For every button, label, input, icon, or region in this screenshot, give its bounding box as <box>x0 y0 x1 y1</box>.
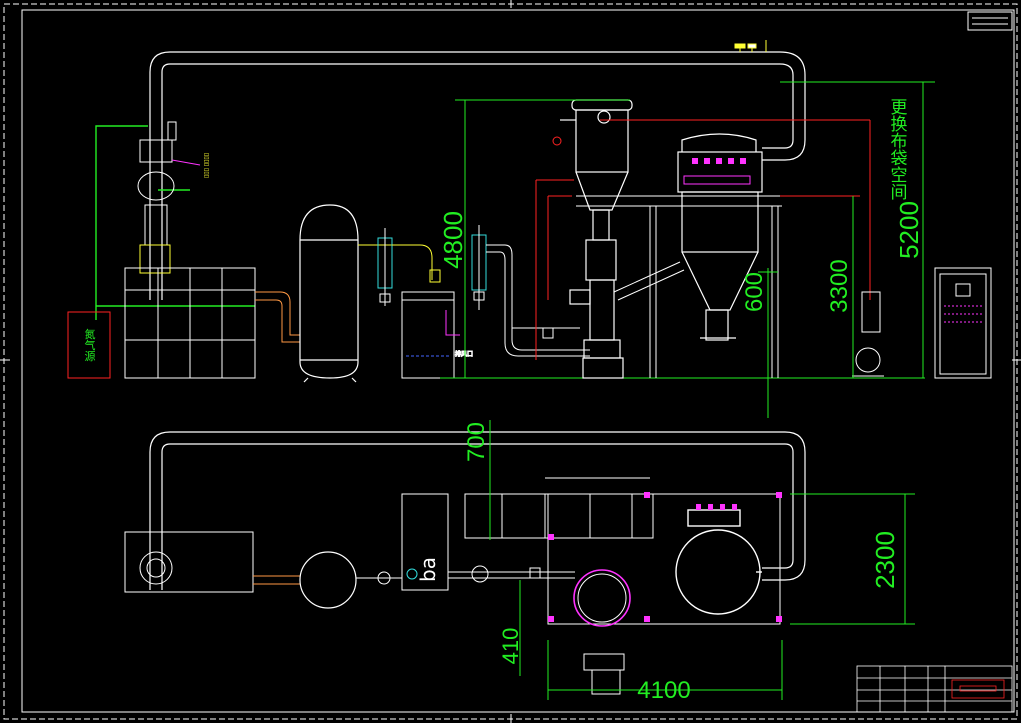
plan-cyclone <box>573 569 631 627</box>
vent-label: 排风口 <box>455 350 473 358</box>
dim-600: 600 <box>741 272 768 312</box>
dim-3300: 3300 <box>826 259 853 312</box>
nitrogen-source-box: 氮气源 <box>67 311 111 379</box>
feed-pipe <box>255 291 300 343</box>
plan-filter-module <box>124 531 254 593</box>
blower-icon <box>852 291 884 377</box>
dryer-unit: 排风口 <box>392 244 474 379</box>
title-block <box>856 665 1013 713</box>
air-receiver-tank <box>299 204 359 383</box>
plan-feed-pipe <box>253 575 300 585</box>
inline-filter-1 <box>358 228 405 306</box>
top-duct <box>149 51 806 300</box>
plan-bag-filter <box>675 509 762 615</box>
nitrogen-line <box>95 125 255 320</box>
dim-410: 410 <box>498 628 523 665</box>
dim-700: 700 <box>463 422 490 462</box>
bag-filter-manifold <box>683 175 751 185</box>
support-frame <box>576 195 782 378</box>
dim-4800: 4800 <box>438 211 468 269</box>
dim-5200: 5200 <box>894 201 924 259</box>
filter-module <box>124 267 256 379</box>
plan-motor <box>583 653 625 695</box>
plan-nozzles <box>548 492 782 622</box>
plan-cyclone-inner <box>577 573 627 623</box>
inline-filter-2 <box>471 225 590 357</box>
plan-cyan-fitting <box>406 568 418 580</box>
plan-small-label: ba <box>416 557 440 582</box>
bag-filter-headers <box>692 158 746 164</box>
conveyor-pipe <box>613 261 685 301</box>
elevation-dimension-lines <box>455 81 935 418</box>
rotary-valve-icon <box>137 121 201 274</box>
service-space-lines <box>600 119 871 300</box>
plan-dimension-lines <box>489 420 915 700</box>
nitrogen-source-label: 氮气源 <box>83 327 96 362</box>
service-space-label: 更换布袋空间 <box>888 98 908 201</box>
dim-4100: 4100 <box>637 677 690 704</box>
plan-view: ba <box>124 420 915 704</box>
plan-tank <box>299 551 357 609</box>
cyclone-red-lines <box>535 136 574 360</box>
bag-filter <box>677 133 763 341</box>
plan-piping <box>356 493 575 591</box>
top-valves-icon <box>734 40 767 52</box>
dim-2300: 2300 <box>870 531 900 589</box>
cyclone-vessel <box>560 99 633 379</box>
window-controls-icon[interactable] <box>967 11 1013 31</box>
plan-duct <box>149 431 806 590</box>
valve-tag-label: ▯▯▯ ▯▯▯▯ <box>203 153 210 178</box>
elevation-view: 氮气源 ▯▯▯ ▯▯▯▯ <box>67 40 992 418</box>
skid-frame <box>464 477 781 625</box>
control-cabinet <box>934 267 992 379</box>
